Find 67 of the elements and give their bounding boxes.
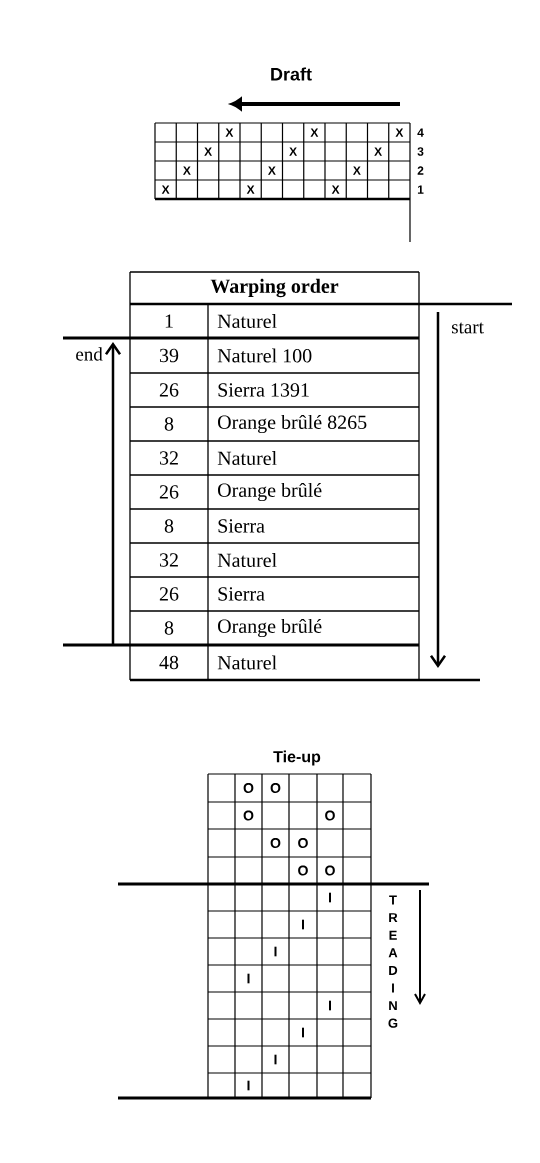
vertical-letter: A: [388, 948, 398, 958]
table-cell: 26: [159, 485, 179, 499]
table-cell: 48: [159, 655, 179, 670]
vertical-letter: D: [389, 965, 398, 975]
tie-up-mark: O: [325, 865, 335, 876]
row-number: 3: [417, 147, 424, 156]
treadling-mark: I: [247, 1080, 250, 1091]
tie-up-mark: O: [243, 810, 254, 821]
table-cell: Naturel: [217, 552, 277, 568]
table-cell: 26: [159, 587, 179, 601]
table-cell: Naturel: [217, 655, 277, 670]
row-number: 2: [417, 166, 424, 175]
tie-up-mark: O: [325, 810, 335, 821]
row-number: 4: [417, 128, 424, 137]
table-cell: 8: [164, 519, 174, 533]
grid-mark: X: [374, 147, 382, 156]
table-cell: 26: [159, 383, 179, 397]
table-cell: 32: [159, 553, 178, 567]
vertical-letter: T: [389, 895, 397, 905]
table-cell: 8: [164, 417, 174, 431]
table-cell: Orange brûlé: [218, 482, 322, 502]
table-cell: Sierra: [218, 519, 265, 533]
table-cell: Orange brûlé 8265: [218, 414, 367, 434]
treadling-mark: I: [329, 892, 331, 903]
tie-up-mark: O: [298, 865, 308, 876]
grid-mark: X: [183, 166, 191, 175]
grid-mark: X: [395, 128, 404, 137]
table-cell: 32: [159, 451, 178, 465]
treadling-mark: I: [329, 1000, 331, 1011]
grid-mark: X: [289, 147, 297, 156]
table-cell: Sierra: [218, 587, 265, 601]
vertical-letter: G: [388, 1018, 398, 1028]
tie-up-mark: O: [270, 783, 281, 793]
table-cell: 1: [165, 314, 173, 328]
table-cell: Sierra 1391: [218, 383, 309, 397]
treadling-mark: I: [274, 946, 277, 957]
end-label: end: [76, 347, 103, 361]
treadling-mark: I: [302, 919, 304, 930]
title: Draft: [271, 67, 312, 81]
row-number: 1: [417, 185, 424, 194]
treadling-mark: I: [274, 1054, 277, 1065]
table-cell: Naturel: [217, 450, 277, 466]
grid-mark: X: [331, 185, 340, 194]
grid-mark: X: [225, 128, 234, 137]
start-label: start: [452, 322, 484, 334]
grid-mark: X: [268, 166, 276, 175]
tie-up-mark: O: [243, 783, 254, 793]
vertical-letter: N: [389, 1001, 397, 1011]
vertical-letter: E: [389, 930, 397, 940]
grid-mark: X: [310, 128, 319, 137]
grid-mark: X: [353, 166, 361, 175]
vertical-letter: I: [392, 983, 394, 993]
table-cell: Orange brûlé: [218, 618, 322, 638]
grid-mark: X: [204, 147, 212, 156]
title: Tie-up: [273, 750, 321, 766]
table-header: Warping order: [210, 278, 339, 298]
table-cell: Naturel: [217, 313, 277, 329]
table-cell: 39: [159, 348, 179, 363]
table-cell: 8: [164, 621, 174, 635]
vertical-letter: R: [389, 913, 398, 923]
tie-up-mark: O: [270, 838, 281, 848]
table-cell: Naturel 100: [217, 348, 312, 363]
tie-up-mark: O: [298, 838, 308, 848]
grid-mark: X: [246, 185, 255, 194]
treadling-mark: I: [247, 973, 250, 984]
treadling-mark: I: [302, 1027, 304, 1038]
grid-mark: X: [161, 185, 170, 194]
